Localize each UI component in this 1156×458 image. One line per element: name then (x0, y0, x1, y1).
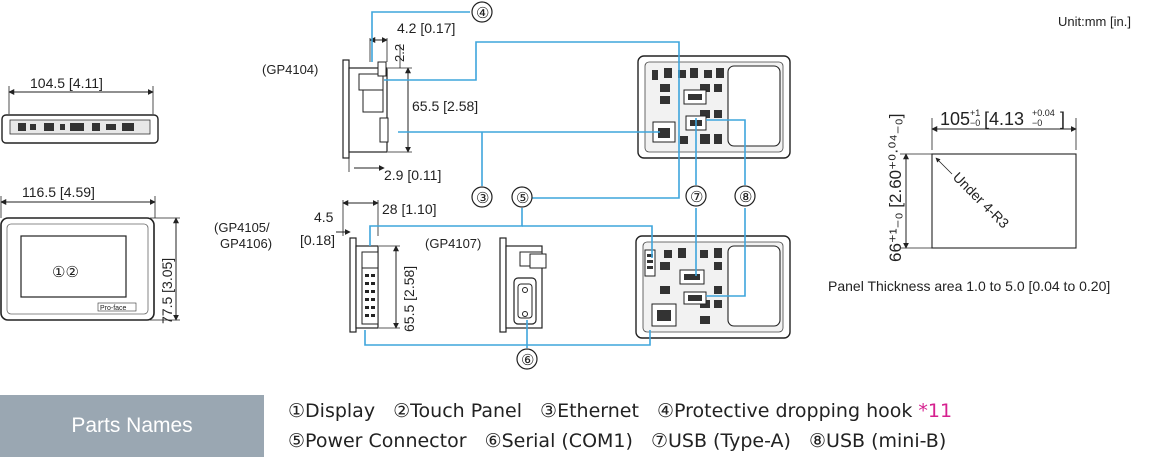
gp4104-bottom-dim: 2.9 [0.11] (384, 167, 441, 183)
callout-7: ⑦ (685, 185, 707, 207)
callout-3: ③ (471, 186, 493, 208)
callout-6-label: ⑥ (521, 352, 534, 369)
front-width-label: 116.5 [4.59] (22, 184, 95, 200)
part-touch-panel: ②Touch Panel (393, 400, 522, 422)
footnote-ref: *11 (918, 400, 953, 422)
part-serial: ⑥Serial (COM1) (484, 430, 633, 452)
gp4104-model: (GP4104) (262, 62, 318, 77)
brand-logo: Pro-face (100, 305, 127, 312)
part-power-connector: ⑤Power Connector (288, 430, 467, 452)
gp4105-height: 65.5 [2.58] (401, 266, 417, 332)
part-usb-type-a: ⑦USB (Type-A) (650, 430, 791, 452)
side-view-gp4107: (GP4107) (425, 236, 547, 333)
gp4105-model-line1: (GP4105/ (214, 220, 270, 235)
panel-cutout: 105 +1 −0 [4.13 +0.04 −0 ] 66⁺¹₋₀ [2.60⁺… (828, 108, 1110, 294)
cutout-width-mm: 105 (940, 109, 970, 129)
top-view: 104.5 [4.11] (1, 75, 159, 144)
leader-lines (364, 11, 746, 348)
cutout-height: 66⁺¹₋₀ [2.60⁺⁰·⁰⁴₋₀] (886, 114, 905, 262)
callout-8: ⑧ (734, 185, 756, 207)
part-display: ①Display (288, 400, 376, 422)
gp4105-depth: 28 [1.10] (382, 201, 437, 217)
cutout-width-in-tol-down: −0 (1032, 118, 1042, 128)
unit-label: Unit:mm [in.] (1058, 14, 1131, 29)
gp4104-height: 65.5 [2.58] (412, 98, 478, 114)
callout-3-label: ③ (476, 190, 489, 207)
part-ethernet: ③Ethernet (540, 400, 639, 422)
cutout-width-in-tol-up: +0.04 (1032, 108, 1055, 118)
parts-line-1: ①Display ②Touch Panel ③Ethernet ④Protect… (288, 396, 1148, 426)
parts-list: ①Display ②Touch Panel ③Ethernet ④Protect… (288, 396, 1148, 456)
cutout-width-tol-down: −0 (970, 118, 980, 128)
panel-thickness-note: Panel Thickness area 1.0 to 5.0 [0.04 to… (828, 278, 1110, 294)
front-view: 116.5 [4.59] 77.5 [3.05] ①② Pro-face (0, 184, 180, 324)
gp4107-model: (GP4107) (425, 236, 481, 251)
callout-6: ⑥ (516, 348, 538, 370)
cutout-width-tol-up: +1 (970, 108, 980, 118)
gp4104-small-dim: 2.2 (392, 44, 407, 62)
parts-names-label: Parts Names (0, 395, 264, 457)
front-height-label: 77.5 [3.05] (159, 258, 175, 324)
part-protective-hook: ④Protective dropping hook (656, 400, 913, 422)
parts-names-title: Parts Names (71, 414, 193, 437)
callout-5: ⑤ (511, 186, 533, 208)
rear-view-lower (635, 235, 791, 339)
side-view-gp4104: (GP4104) 4.2 [0.17] 2.2 65.5 [2.58] 2.9 … (262, 20, 478, 183)
gp4104-hook-depth: 4.2 [0.17] (397, 20, 455, 36)
side-view-gp4105: (GP4105/ GP4106) 28 [1.10] 4.5 [0.18] 65… (214, 200, 437, 333)
rear-view-upper (637, 55, 791, 159)
callout-8-label: ⑧ (739, 189, 752, 206)
top-width-label: 104.5 [4.11] (30, 75, 103, 91)
part-usb-mini-b: ⑧USB (mini-B) (809, 430, 947, 452)
callout-4: ④ (471, 1, 493, 23)
gp4105-front-b: [0.18] (300, 232, 335, 248)
gp4105-model-line2: GP4106) (220, 236, 272, 251)
callout-4-label: ④ (476, 5, 489, 22)
cutout-width-in: [4.13 (984, 109, 1024, 129)
parts-line-2: ⑤Power Connector ⑥Serial (COM1) ⑦USB (Ty… (288, 426, 1148, 456)
gp4105-front-a: 4.5 (314, 209, 334, 225)
cutout-width-close: ] (1060, 109, 1065, 129)
callout-5-label: ⑤ (516, 190, 529, 207)
screen-callouts: ①② (52, 264, 79, 281)
callout-7-label: ⑦ (690, 189, 703, 206)
